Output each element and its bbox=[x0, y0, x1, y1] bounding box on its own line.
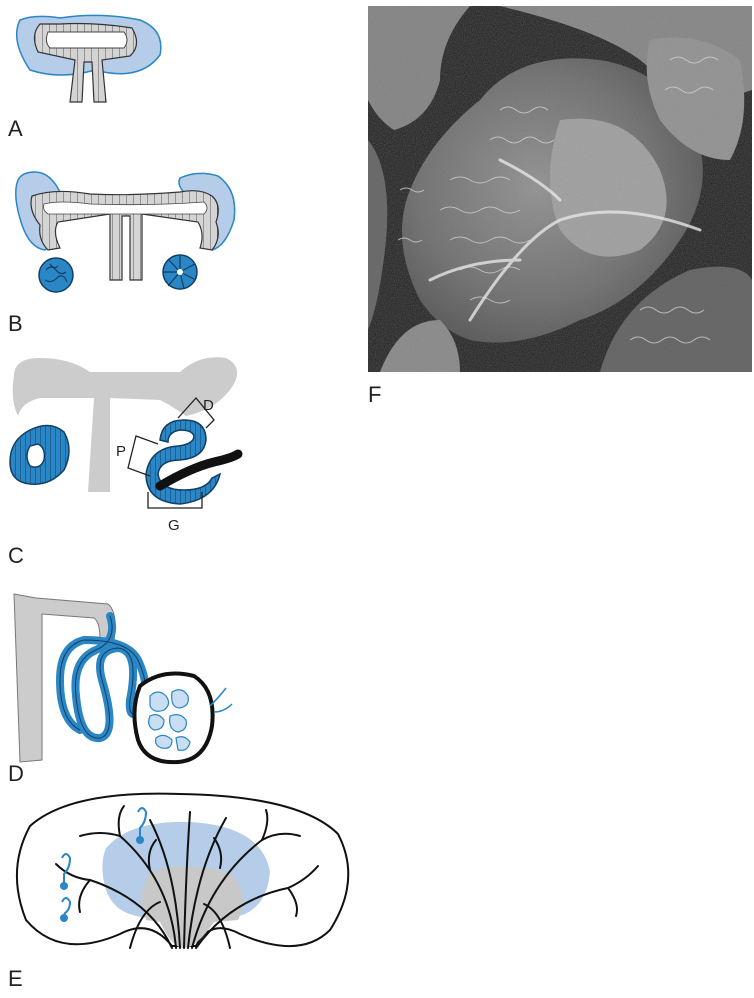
panel-label-c: C bbox=[8, 545, 24, 567]
panel-c-diagram: D P G bbox=[10, 357, 238, 534]
panel-label-e: E bbox=[8, 968, 23, 990]
cap-aggregate-left bbox=[39, 258, 73, 292]
panel-e-diagram bbox=[17, 794, 348, 948]
panel-f-micrograph bbox=[368, 6, 752, 372]
panel-label-a: A bbox=[8, 118, 23, 140]
ureteric-bud-lumen bbox=[46, 32, 127, 48]
comma-shaped-body bbox=[10, 425, 69, 484]
panel-label-d: D bbox=[8, 763, 24, 785]
bracket-label-p: P bbox=[116, 443, 126, 460]
panel-b-diagram bbox=[16, 172, 235, 292]
panel-a-diagram bbox=[17, 15, 161, 102]
bracket-label-d: D bbox=[203, 397, 214, 414]
panel-d-diagram bbox=[14, 594, 232, 762]
panel-label-f: F bbox=[368, 384, 381, 406]
bracket-label-g: G bbox=[168, 517, 180, 534]
panel-label-b: B bbox=[8, 313, 23, 335]
vesicle-lumen bbox=[177, 269, 183, 275]
